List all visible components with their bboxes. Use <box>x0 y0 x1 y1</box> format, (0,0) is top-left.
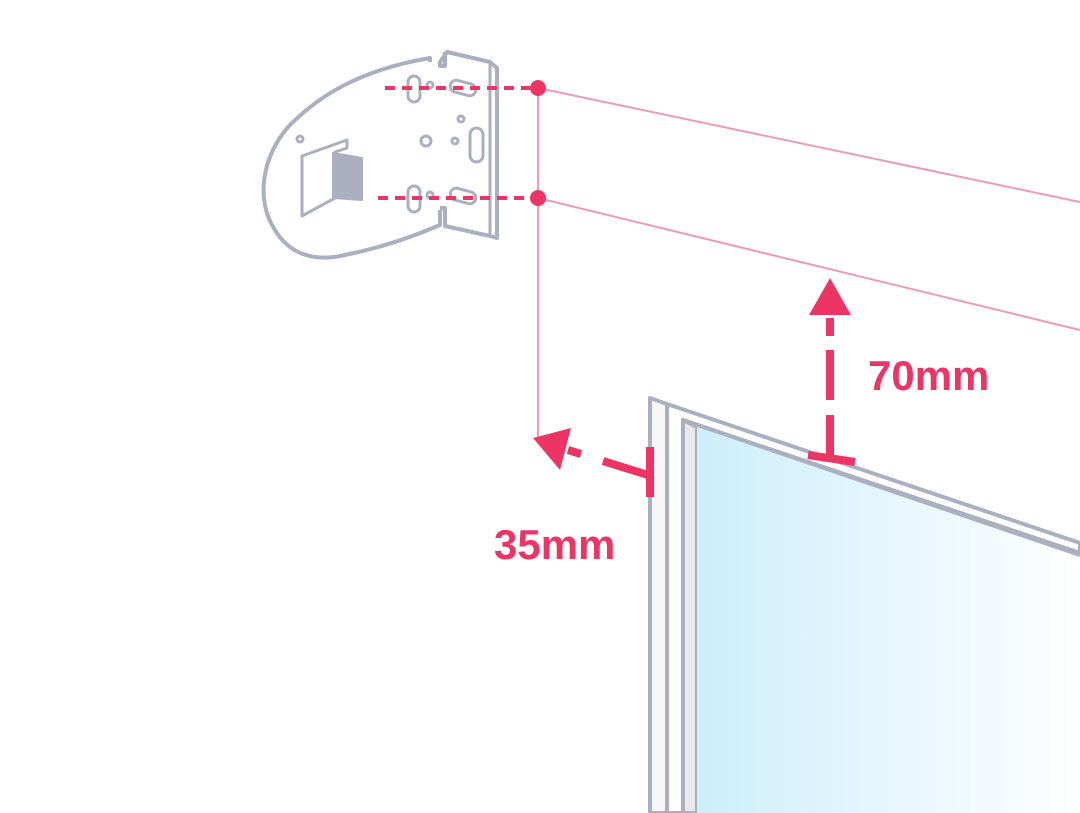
fixing-point-bottom <box>530 190 546 206</box>
window-glass <box>697 427 1080 813</box>
bracket-clip <box>300 138 349 218</box>
arrowhead-left <box>533 428 571 470</box>
fixing-point-top <box>530 80 546 96</box>
horizontal-offset-arrow <box>533 428 654 497</box>
window-frame <box>648 396 1080 813</box>
guide-lines <box>537 87 1080 438</box>
bracket-clip-tab <box>332 152 363 201</box>
screw-hole-dashed-lines <box>378 86 530 200</box>
horizontal-offset-label: 35mm <box>494 521 615 568</box>
arrowhead-up <box>809 278 851 315</box>
vertical-offset-arrow <box>807 278 856 466</box>
bracket-illustration <box>261 50 499 260</box>
vertical-offset-label: 70mm <box>868 352 989 399</box>
